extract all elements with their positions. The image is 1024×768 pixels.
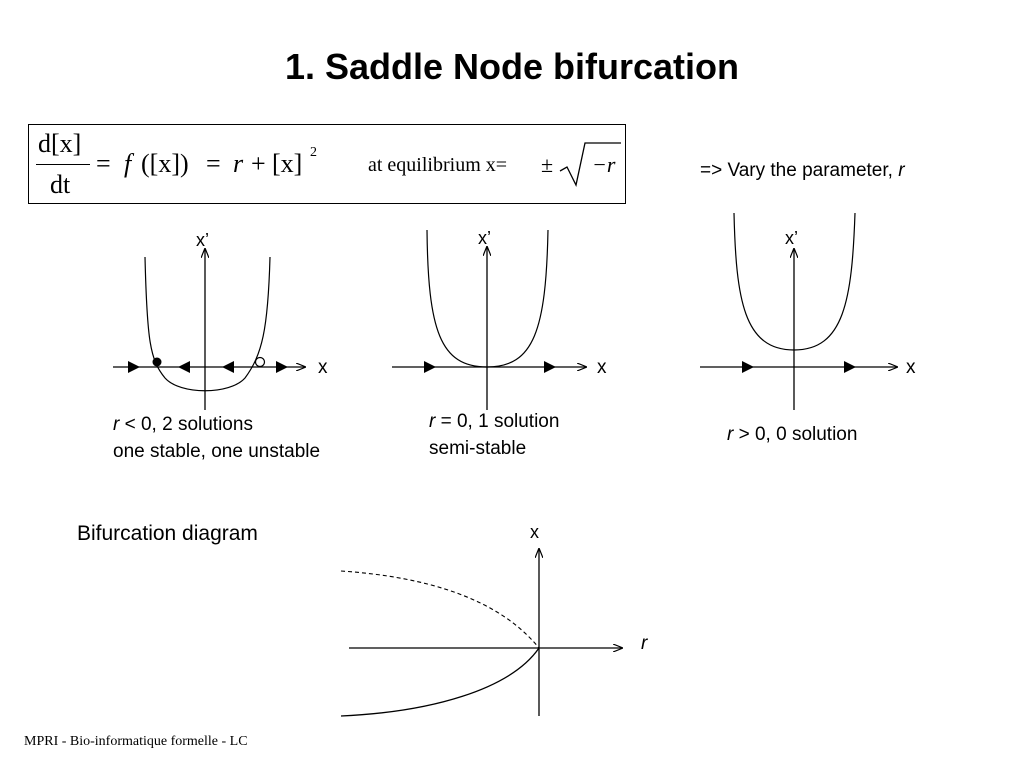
unstable-branch xyxy=(340,570,540,649)
equation-equals-2: = xyxy=(206,149,221,178)
panel3-caption-symbol: r xyxy=(727,424,734,445)
bifurcation-heading: Bifurcation diagram xyxy=(77,522,258,545)
equation-f-args: ([x]) xyxy=(141,149,189,178)
panel-r-positive xyxy=(700,212,897,410)
panel3-caption: r > 0, 0 solution xyxy=(727,421,857,448)
equation-denominator: dt xyxy=(50,170,71,199)
equilibrium-label: at equilibrium x= xyxy=(368,154,508,176)
panel1-curve xyxy=(144,256,271,392)
panel1-y-label: x’ xyxy=(196,230,209,250)
panel1-caption-line1: < 0, 2 solutions xyxy=(119,414,253,435)
vary-parameter-text: => Vary the parameter, xyxy=(700,160,899,181)
panel2-y-label: x’ xyxy=(478,228,491,248)
bifurcation-plot xyxy=(340,549,622,717)
slide-title: 1. Saddle Node bifurcation xyxy=(284,46,740,87)
panel2-caption: r = 0, 1 solution semi-stable xyxy=(429,408,559,462)
panel2-x-label: x xyxy=(597,357,607,378)
stable-fixed-point xyxy=(152,357,162,367)
equation-numerator: d[x] xyxy=(38,129,82,158)
panel3-flow-arrow-1 xyxy=(742,361,754,373)
vary-parameter-symbol: r xyxy=(898,160,905,181)
panel-r-zero xyxy=(392,229,586,410)
panel1-flow-arrow-3 xyxy=(222,361,234,373)
panel2-caption-symbol: r xyxy=(429,411,436,432)
panel3-curve xyxy=(733,212,856,351)
panel2-flow-arrow-2 xyxy=(544,361,556,373)
panel1-flow-arrow-4 xyxy=(276,361,288,373)
equation-f: f xyxy=(124,149,132,178)
slide-footer: MPRI - Bio-informatique formelle - LC xyxy=(24,734,248,749)
panel3-y-label: x’ xyxy=(785,228,798,248)
panel2-caption-line2: semi-stable xyxy=(429,438,527,459)
panel1-x-label: x xyxy=(318,357,328,378)
equation-box: d[x] dt = f ([x]) = r + [x] 2 at equilib… xyxy=(28,124,626,204)
panel2-caption-line1: = 0, 1 solution xyxy=(435,411,560,432)
panel3-caption-line1: > 0, 0 solution xyxy=(733,424,858,445)
fraction-bar xyxy=(36,164,90,165)
panel1-flow-arrow-1 xyxy=(128,361,140,373)
panel2-flow-arrow-1 xyxy=(424,361,436,373)
equation-exponent: 2 xyxy=(310,145,317,160)
stable-branch xyxy=(340,647,540,717)
bifurcation-x-label: r xyxy=(641,633,648,654)
equation-equals-1: = xyxy=(96,149,111,178)
plus-minus-sign: ± xyxy=(541,152,554,177)
panel3-flow-arrow-2 xyxy=(844,361,856,373)
panel1-caption-symbol: r xyxy=(113,414,120,435)
sqrt-argument: −r xyxy=(592,152,616,177)
unstable-fixed-point xyxy=(254,356,266,368)
panel1-flow-arrow-2 xyxy=(178,361,190,373)
equation-x-term: [x] xyxy=(272,149,303,178)
sqrt-sign xyxy=(559,142,621,187)
equation-r: r xyxy=(233,149,244,178)
panel1-caption-line2: one stable, one unstable xyxy=(113,441,321,462)
bifurcation-y-label: x xyxy=(530,522,539,542)
panel2-curve xyxy=(426,229,549,368)
panel1-caption: r < 0, 2 solutions one stable, one unsta… xyxy=(113,411,320,465)
panel-r-negative xyxy=(113,249,305,410)
vary-parameter-note: => Vary the parameter, r xyxy=(700,160,905,182)
panel3-x-label: x xyxy=(906,357,916,378)
equation-plus: + xyxy=(251,149,266,178)
